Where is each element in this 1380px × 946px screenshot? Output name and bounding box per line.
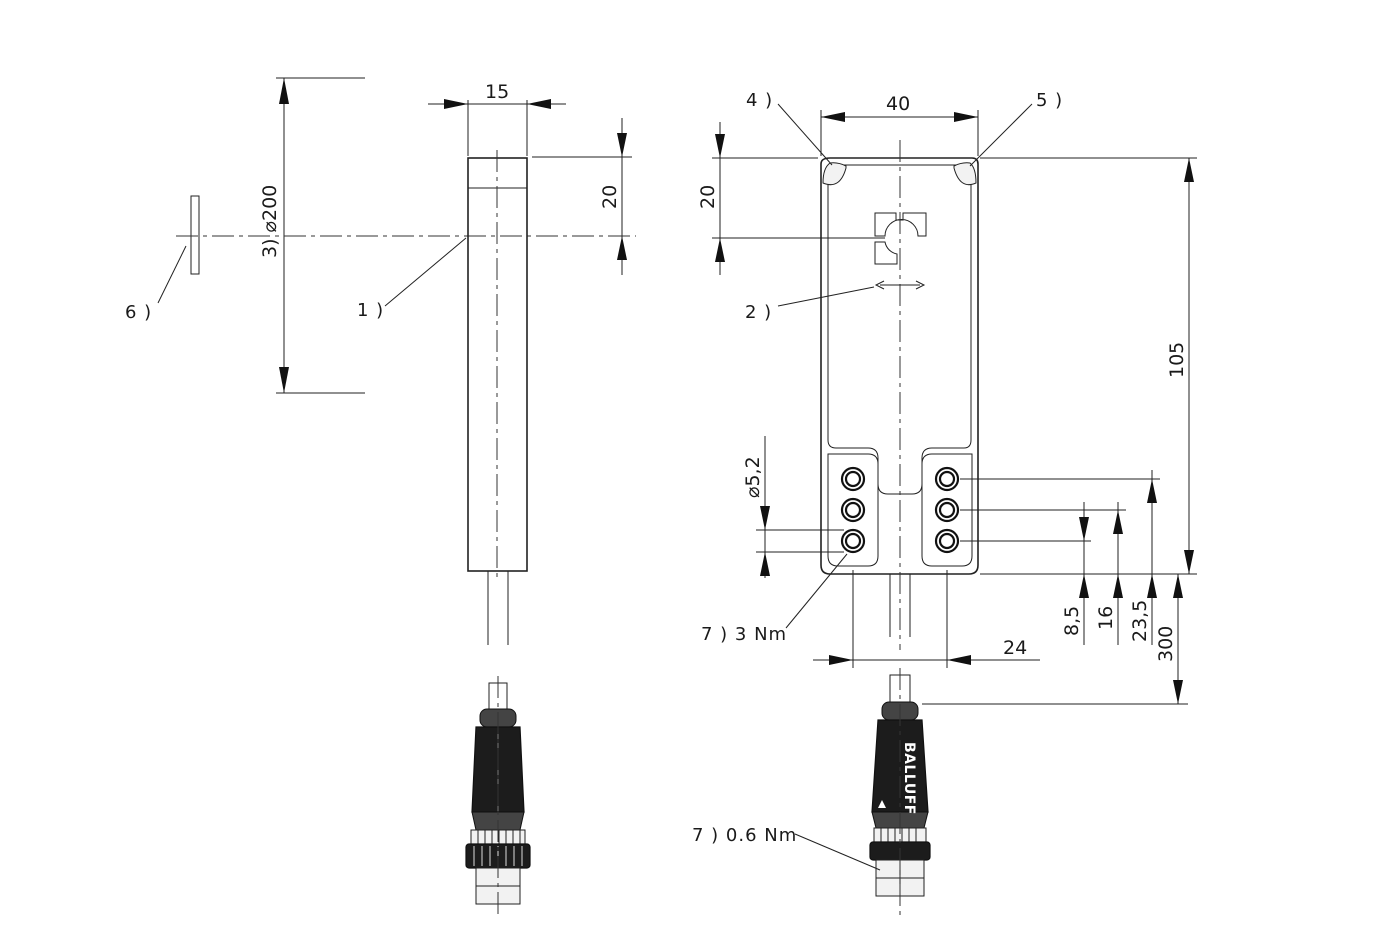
callout-1-leader: [384, 237, 467, 307]
front-connector: [869, 668, 931, 916]
hole-pitch-dimension: 24: [813, 570, 1040, 668]
front-width-label: 40: [886, 93, 910, 115]
front-width-dimension: 40: [820, 93, 979, 156]
hole-diameter-dimension: ⌀5,2: [742, 436, 844, 578]
actuating-direction-arrow-icon: [874, 280, 926, 290]
front-offset-label: 20: [697, 185, 719, 209]
dim-8-5-label: 8,5: [1061, 606, 1083, 636]
callout-7-connector: 7 ) 0.6 Nm: [692, 825, 797, 846]
callout-5-leader: [969, 103, 1033, 167]
sensor-offset-dimension: 20: [532, 118, 632, 275]
connector-brand-label: BALLUFF: [901, 742, 917, 815]
hole-pitch-label: 24: [1003, 637, 1027, 659]
callout-6-leader: [157, 245, 187, 304]
callout-1: 1 ): [357, 300, 384, 321]
hole-position-dimensions: 8,5 16 23,5: [960, 470, 1160, 645]
actuator-disc: [190, 195, 200, 275]
actuator-diameter-label: 3) ⌀200: [259, 185, 281, 258]
callout-6: 6 ): [125, 302, 152, 323]
callout-4: 4 ): [746, 90, 773, 111]
sensor-width-label: 15: [485, 81, 509, 103]
hole-diameter-label: ⌀5,2: [742, 456, 764, 498]
cable-length-dimension: 300: [922, 574, 1188, 705]
brand-logo-icon: [878, 800, 886, 808]
callout-2: 2 ): [745, 302, 772, 323]
callout-7-connector-leader: [794, 833, 881, 871]
callout-7-screw: 7 ) 3 Nm: [701, 624, 787, 645]
height-dimension: 105: [980, 157, 1197, 575]
callout-5: 5 ): [1036, 90, 1063, 111]
dim-23-5-label: 23,5: [1129, 600, 1151, 642]
side-connector: [465, 676, 531, 916]
sensor-side-view: [467, 150, 528, 645]
height-label: 105: [1166, 342, 1188, 378]
front-offset-dimension: 20: [697, 122, 885, 275]
callout-7-screw-leader: [785, 553, 848, 629]
sensor-offset-label: 20: [599, 185, 621, 209]
callout-4-leader: [777, 103, 833, 166]
cable-length-label: 300: [1155, 626, 1177, 662]
sensor-width-dimension: 15: [428, 81, 566, 156]
dim-16-label: 16: [1095, 606, 1117, 630]
callout-2-leader: [777, 286, 875, 307]
sensor-front-view: [820, 140, 979, 650]
